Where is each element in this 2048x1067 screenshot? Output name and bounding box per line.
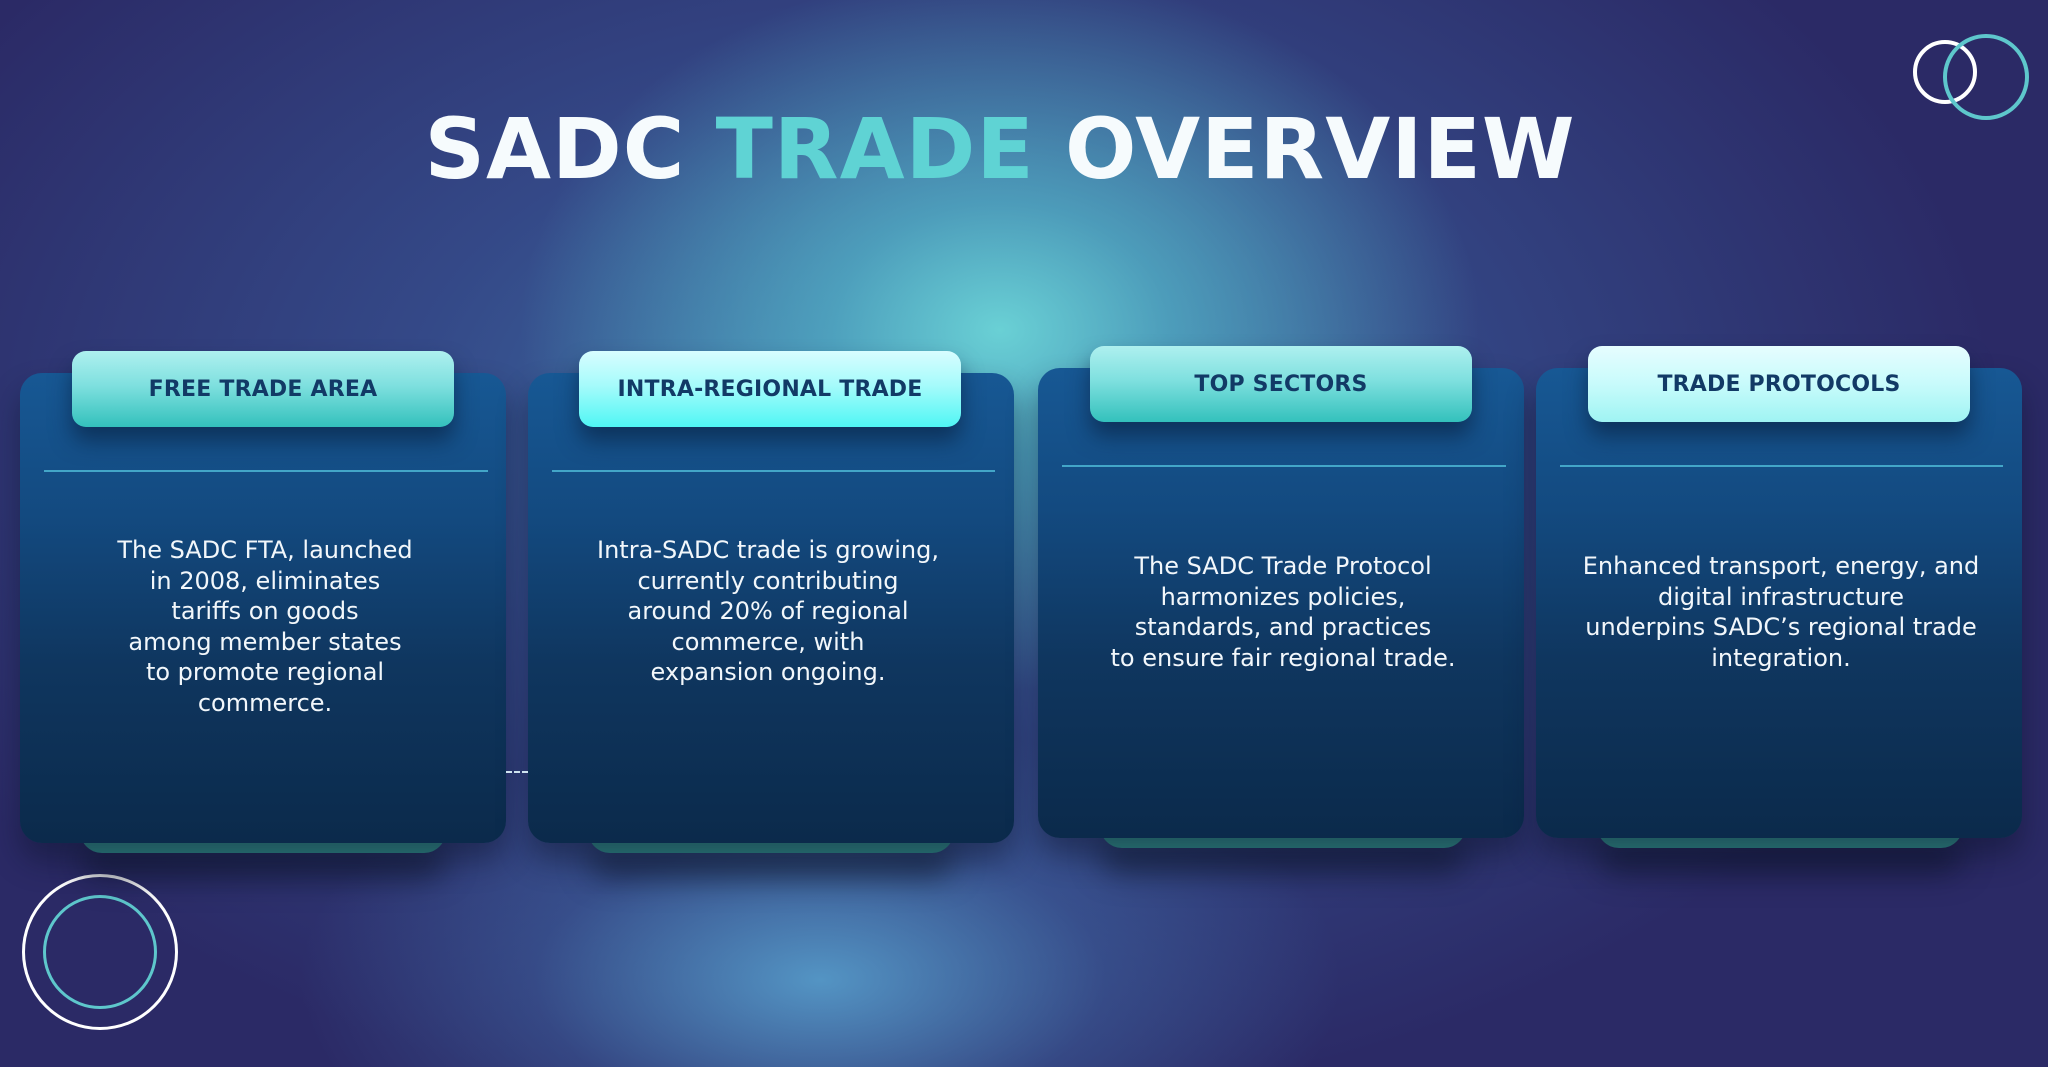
page-title: SADC TRADE OVERVIEW <box>0 100 2000 198</box>
card-divider <box>44 470 488 472</box>
card-panel <box>1536 368 2022 838</box>
card-divider <box>1560 465 2003 467</box>
card-body-text: Intra-SADC trade is growing, currently c… <box>597 536 939 686</box>
card-panel <box>528 373 1014 843</box>
card-divider <box>1062 465 1506 467</box>
title-part-trade: TRADE <box>715 100 1035 198</box>
card-heading-tab: TOP SECTORS <box>1090 346 1472 422</box>
card-heading: FREE TRADE AREA <box>148 376 378 402</box>
card-body-text: The SADC FTA, launched in 2008, eliminat… <box>117 536 413 717</box>
card-body-text: The SADC Trade Protocol harmonizes polic… <box>1110 552 1456 672</box>
dashed-connector <box>506 771 528 773</box>
card-heading: INTRA-REGIONAL TRADE <box>617 376 923 402</box>
card-panel <box>1038 368 1524 838</box>
card-heading: TRADE PROTOCOLS <box>1657 371 1901 397</box>
card-body-text: Enhanced transport, energy, and digital … <box>1582 552 1980 672</box>
title-part-overview: OVERVIEW <box>1034 100 1576 198</box>
outer-white-ring-icon <box>22 874 178 1030</box>
teal-ring-icon <box>1943 34 2029 120</box>
card-heading: TOP SECTORS <box>1194 371 1368 397</box>
card-heading-tab: INTRA-REGIONAL TRADE <box>579 351 961 427</box>
card-heading-tab: FREE TRADE AREA <box>72 351 454 427</box>
inner-teal-ring-icon <box>43 895 157 1009</box>
card-divider <box>552 470 995 472</box>
card-panel <box>20 373 506 843</box>
card-heading-tab: TRADE PROTOCOLS <box>1588 346 1970 422</box>
title-part-sadc: SADC <box>424 100 716 198</box>
